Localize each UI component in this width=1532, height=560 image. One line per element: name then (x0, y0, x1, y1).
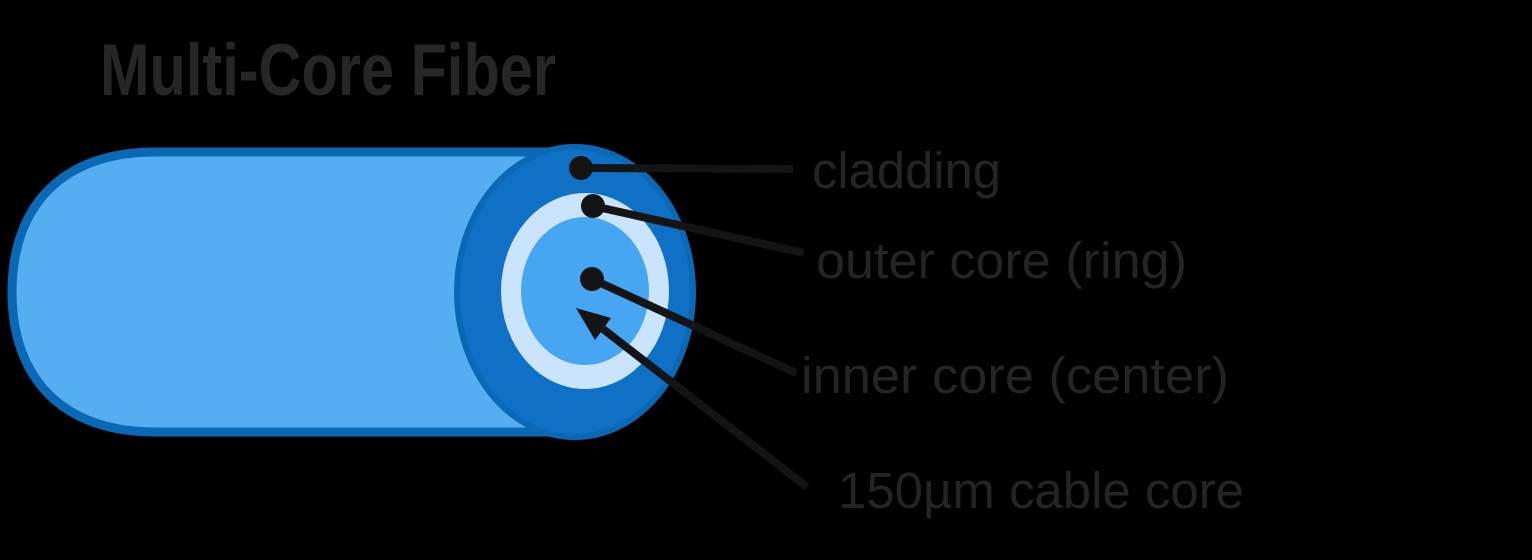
callout-line-inner-core (590, 275, 798, 377)
diagram-title: Multi-Core Fiber (100, 30, 556, 111)
callout-dot-cladding (569, 156, 593, 180)
label-cladding: cladding (812, 142, 1001, 199)
fiber-body (7, 147, 580, 437)
callout-line-cable-core (600, 325, 810, 491)
callout-dot-outer-core (581, 194, 605, 218)
inner-core-ellipse (521, 217, 649, 365)
arrowhead-icon (576, 308, 611, 340)
callout-dot-inner-core (580, 267, 604, 291)
callout-line-cladding (580, 164, 794, 173)
label-inner-core: inner core (center) (801, 347, 1229, 404)
callout-line-outer-core (592, 202, 805, 257)
label-cable-core: 150µm cable core (838, 462, 1244, 519)
label-outer-core: outer core (ring) (816, 232, 1187, 289)
